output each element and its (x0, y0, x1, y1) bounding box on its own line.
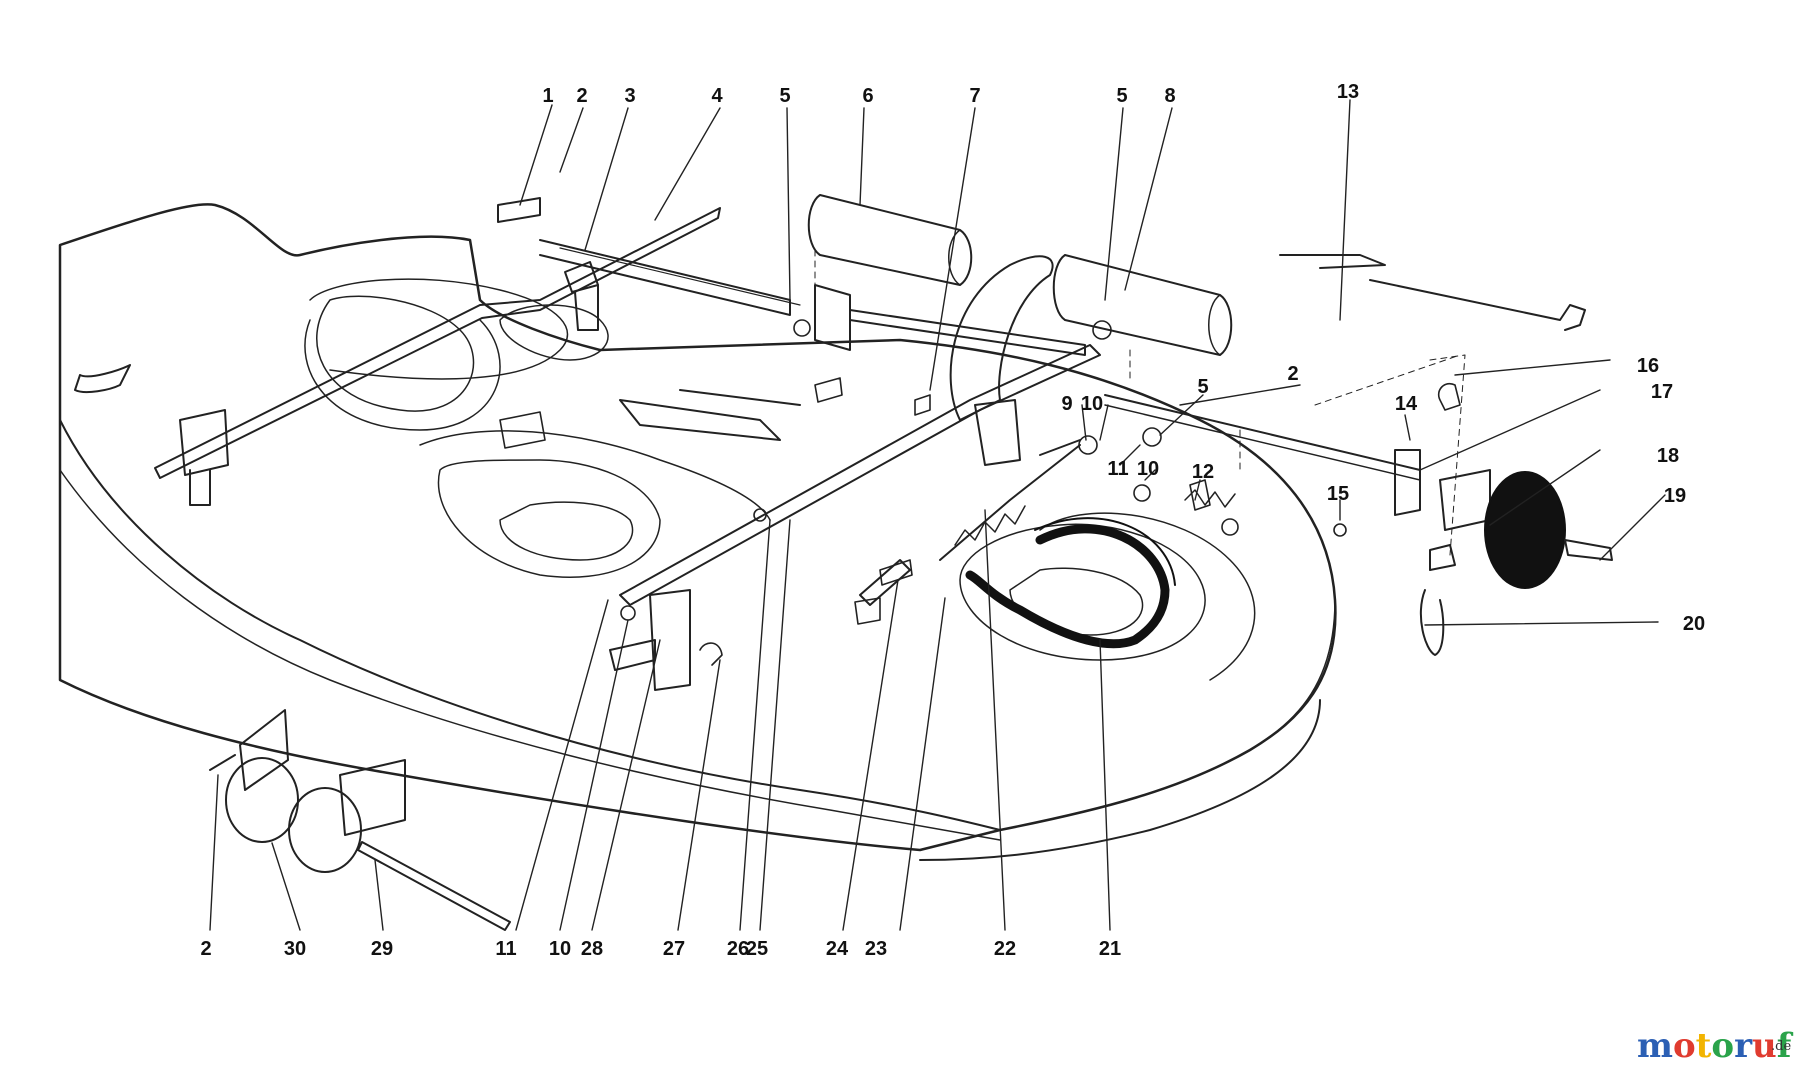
callout-number: 28 (581, 938, 603, 960)
mower-deck-housing (58, 203, 1337, 861)
watermark-text: motoruf (1637, 1026, 1794, 1066)
callout-number: 24 (826, 938, 849, 960)
deck-grooves (304, 278, 1256, 681)
hardware (499, 319, 1461, 666)
callout-number: 12 (1192, 461, 1214, 483)
spring-rod (859, 444, 1236, 606)
v-belt (965, 517, 1176, 649)
leader-lines (209, 99, 1666, 931)
callout-number: 3 (624, 85, 635, 107)
callout-number: 5 (1197, 376, 1208, 398)
callout-number: 29 (371, 938, 393, 960)
callout-number: 2 (200, 938, 211, 960)
watermark-letter: f (1777, 1026, 1794, 1066)
callout-number: 20 (1683, 613, 1705, 635)
callout-number: 5 (1116, 85, 1127, 107)
callout-number: 11 (1107, 458, 1128, 480)
right-wheel (1419, 471, 1613, 656)
callout-number: 27 (663, 938, 685, 960)
callout-number: 10 (1137, 458, 1159, 480)
callout-number: 4 (711, 85, 723, 107)
callout-number: 5 (779, 85, 790, 107)
watermark-letter: o (1673, 1026, 1696, 1066)
callout-number: 8 (1164, 85, 1175, 107)
guide-lines (814, 249, 1466, 556)
watermark-letter: o (1711, 1026, 1734, 1066)
callout-number: 23 (865, 938, 887, 960)
callout-number: 9 (1061, 393, 1072, 415)
rear-lift-rod (154, 197, 801, 506)
callout-number: 10 (1081, 393, 1103, 415)
deck-rollers (807, 194, 1233, 356)
gauge-wheels (209, 709, 511, 931)
callout-number: 16 (1637, 355, 1659, 377)
right-axle-bracket (1104, 254, 1586, 531)
callout-number: 18 (1657, 445, 1679, 467)
callout-number: 1 (542, 85, 553, 107)
callout-number: 25 (746, 938, 768, 960)
callout-number: 26 (727, 938, 749, 960)
callout-number: 2 (576, 85, 587, 107)
callout-number: 10 (549, 938, 571, 960)
callout-number: 13 (1337, 81, 1359, 103)
callout-number: 7 (969, 85, 980, 107)
callout-number: 21 (1099, 938, 1121, 960)
callout-number: 19 (1664, 485, 1686, 507)
watermark-letter: r (1734, 1026, 1753, 1066)
height-adjust-bar (609, 255, 1101, 691)
callout-number: 14 (1395, 393, 1418, 415)
callout-number: 6 (862, 85, 873, 107)
callout-number: 2 (1287, 363, 1298, 385)
watermark-letter: m (1637, 1026, 1673, 1066)
callout-number: 17 (1651, 381, 1673, 403)
watermark-letter: t (1696, 1026, 1712, 1066)
callout-number: 22 (994, 938, 1016, 960)
callout-number: 30 (284, 938, 306, 960)
watermark-suffix: .de (1771, 1039, 1791, 1054)
callout-number: 11 (495, 938, 516, 960)
callout-number: 15 (1327, 483, 1349, 505)
watermark-logo: motoruf .de (1637, 1026, 1794, 1066)
watermark-letter: u (1752, 1026, 1777, 1066)
